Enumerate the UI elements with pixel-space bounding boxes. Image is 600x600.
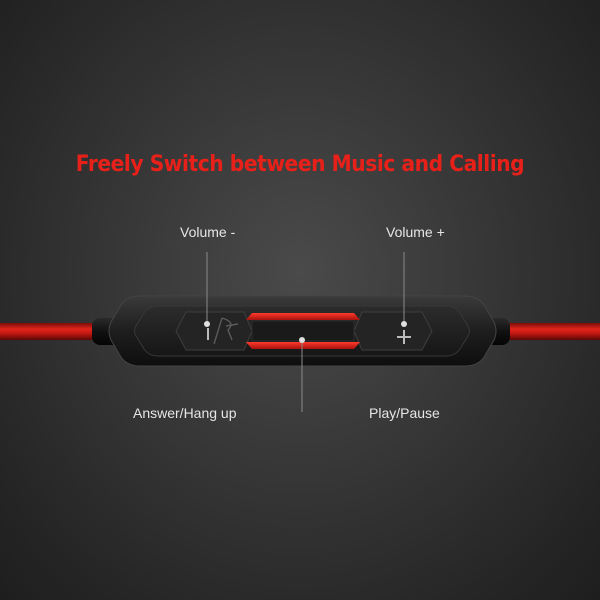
callout-dot-center: [299, 337, 305, 343]
brand-logo-icon: [213, 317, 239, 345]
volume-minus-button[interactable]: [175, 311, 253, 351]
red-accent-top: [246, 313, 360, 320]
callout-dot-volume-plus: [401, 321, 407, 327]
minus-icon: [207, 328, 209, 340]
headline: Freely Switch between Music and Calling: [75, 152, 525, 177]
cable-left: [0, 323, 100, 340]
volume-plus-button[interactable]: [353, 311, 433, 351]
callout-dot-volume-minus: [204, 321, 210, 327]
plus-icon: [397, 330, 411, 344]
label-answer-hang-up: Answer/Hang up: [133, 405, 237, 421]
red-accent-bottom: [246, 342, 360, 349]
label-play-pause: Play/Pause: [369, 405, 440, 421]
cable-right: [505, 323, 600, 340]
label-volume-plus: Volume +: [386, 224, 445, 240]
label-volume-minus: Volume -: [180, 224, 236, 240]
